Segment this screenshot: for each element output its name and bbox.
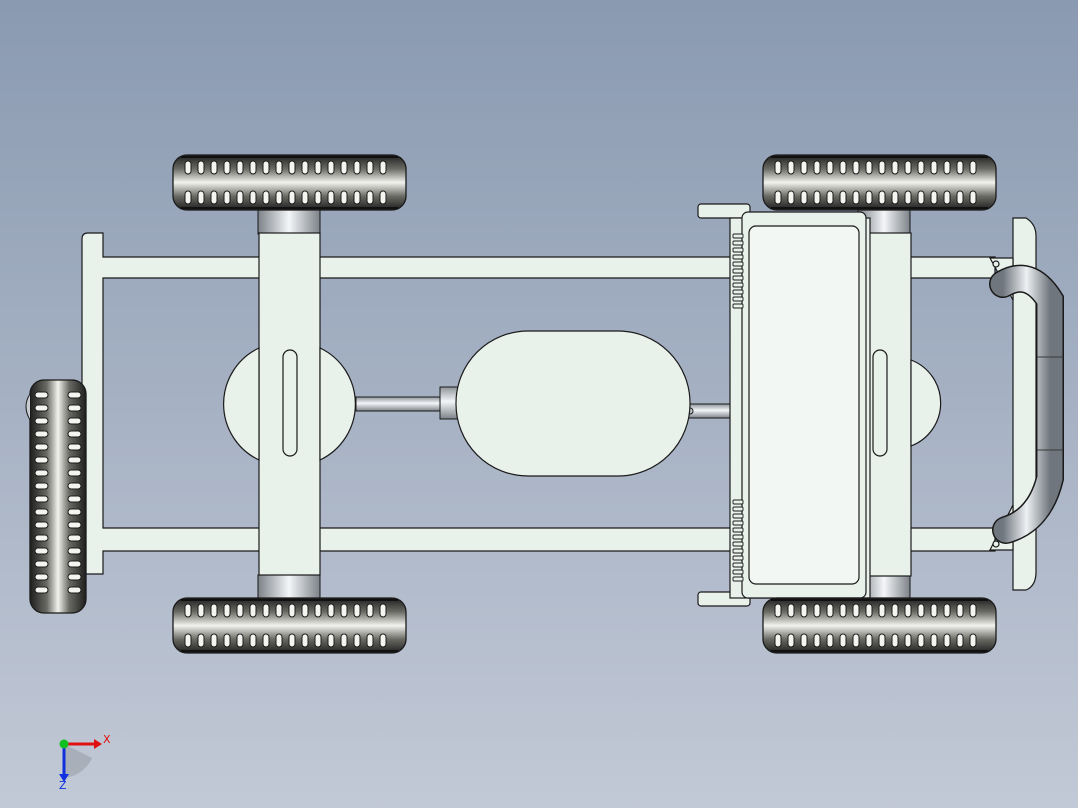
shaft-coupling	[439, 386, 459, 420]
tire-side[interactable]	[29, 379, 87, 614]
slot-rear	[872, 349, 888, 457]
tire-rear-left[interactable]	[762, 154, 997, 211]
chassis-frame[interactable]	[81, 217, 1037, 591]
tire-rear-right[interactable]	[762, 597, 997, 654]
mount-tab-top	[697, 203, 751, 219]
frame-rail-bottom-rear	[909, 527, 996, 552]
mount-disc-left-a	[223, 347, 260, 461]
axle-mounts	[223, 347, 942, 461]
spacer-front-left-top	[257, 207, 321, 235]
tire-front-right[interactable]	[172, 597, 407, 654]
cooling-fins-top	[732, 233, 744, 309]
slot-front	[282, 349, 298, 457]
spacer-front-left-bottom	[257, 574, 321, 602]
coordinate-triad-icon	[59, 739, 102, 782]
tires[interactable]	[25, 154, 997, 654]
box-lid-inner	[748, 225, 860, 585]
tire-front-left[interactable]	[172, 154, 407, 211]
frame-rail-top-rear	[909, 256, 996, 279]
bolt-top	[992, 260, 1000, 268]
fuel-tank[interactable]	[455, 330, 691, 477]
side-tire-hub	[25, 393, 31, 421]
axis-z-arrow	[59, 774, 69, 782]
axis-y-dot	[59, 739, 69, 749]
axis-x-label: X	[103, 733, 111, 746]
axis-z-label: Z	[59, 779, 67, 792]
mount-disc-right	[910, 359, 942, 447]
motor-box[interactable]	[697, 203, 871, 607]
drive-shaft	[355, 386, 733, 420]
bolt-bottom	[992, 540, 1000, 548]
rear-handle[interactable]	[989, 264, 1064, 544]
cooling-fins-bottom	[732, 499, 744, 582]
shaft-front	[355, 396, 441, 412]
axis-x-arrow	[94, 739, 102, 749]
mount-disc-left-b	[319, 347, 356, 461]
